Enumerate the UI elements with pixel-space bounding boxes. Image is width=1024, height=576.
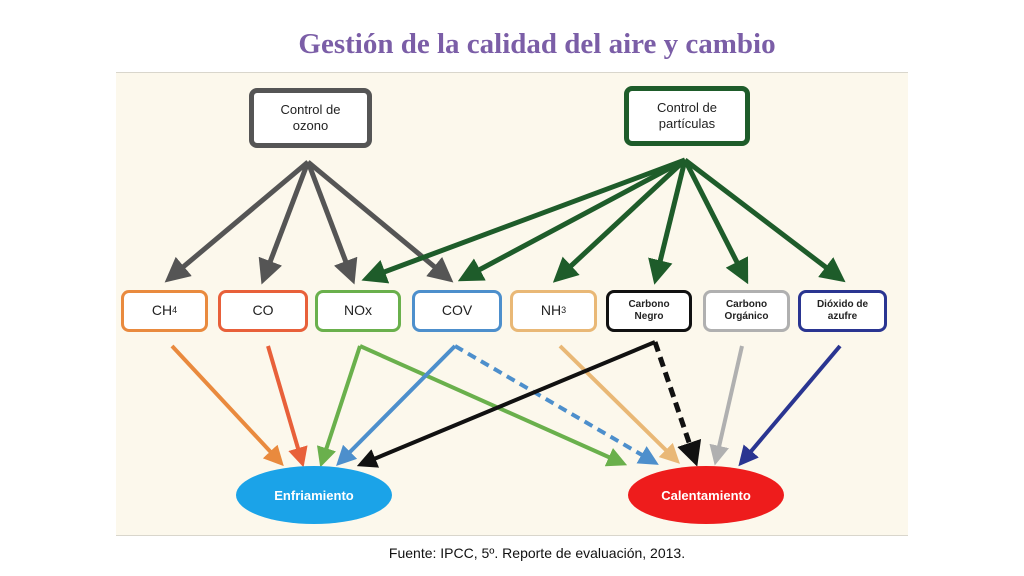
arrow-ozono-co (258, 161, 311, 285)
arrow-particulas-dioxido-azufre (683, 158, 846, 283)
arrow-ch4-enfriamiento (170, 344, 284, 467)
pollutant-cov: COV (412, 290, 502, 332)
pollutant-nox-label: NOx (344, 302, 372, 319)
arrow-particulas-carbono-negro (648, 159, 688, 285)
pollutant-carbono-organico-label: Carbono Orgánico (724, 298, 769, 323)
arrow-co-enfriamiento (266, 345, 308, 468)
arrow-nox-enfriamiento (316, 345, 362, 468)
effect-arrows (170, 340, 842, 468)
enfriamiento-label: Enfriamiento (274, 487, 354, 503)
particulas-arrows (361, 157, 846, 285)
pollutant-dioxido-azufre: Dióxido de azufre (798, 290, 887, 332)
arrow-dioxido-azufre-calentamiento (738, 344, 842, 467)
pollutant-nox: NOx (315, 290, 401, 332)
enfriamiento-ellipse: Enfriamiento (236, 466, 392, 524)
pollutant-carbono-organico: Carbono Orgánico (703, 290, 790, 332)
source-citation: Fuente: IPCC, 5º. Reporte de evaluación,… (388, 545, 686, 561)
calentamiento-label: Calentamiento (661, 487, 751, 503)
control-ozono-box: Control de ozono (249, 88, 372, 148)
pollutant-ch4-subscript: 4 (172, 305, 178, 316)
ozono-arrows (164, 160, 454, 285)
arrow-particulas-carbono-organico (682, 158, 749, 285)
arrow-ozono-ch4 (164, 160, 310, 283)
calentamiento-ellipse: Calentamiento (628, 466, 784, 524)
page-title: Gestión de la calidad del aire y cambio (298, 28, 776, 60)
pollutant-dioxido-azufre-label: Dióxido de azufre (816, 298, 869, 323)
arrow-carbono-organico-calentamiento (709, 345, 744, 466)
arrow-cov-calentamiento (453, 344, 659, 465)
arrow-particulas-nh3 (552, 158, 687, 283)
arrow-particulas-cov (457, 157, 687, 282)
arrow-carbono-negro-enfriamiento (356, 340, 656, 468)
pollutant-carbono-negro: Carbono Negro (606, 290, 692, 332)
pollutant-nh3-subscript: 3 (561, 305, 567, 316)
pollutant-co-label: CO (252, 302, 274, 319)
arrow-cov-enfriamiento (336, 344, 457, 466)
pollutant-cov-label: COV (441, 302, 473, 319)
pollutant-carbono-negro-label: Carbono Negro (628, 298, 670, 323)
arrow-carbono-negro-calentamiento (652, 341, 702, 467)
arrow-nox-calentamiento (359, 344, 628, 467)
arrow-nh3-calentamiento (558, 344, 680, 464)
arrow-ozono-nox (305, 161, 358, 285)
pollutant-co: CO (218, 290, 308, 332)
pollutant-nh3-label: NH (540, 302, 562, 319)
control-particulas-box: Control de partículas (624, 86, 750, 146)
arrow-particulas-nox (361, 157, 686, 284)
pollutant-ch4-label: CH (151, 302, 173, 319)
